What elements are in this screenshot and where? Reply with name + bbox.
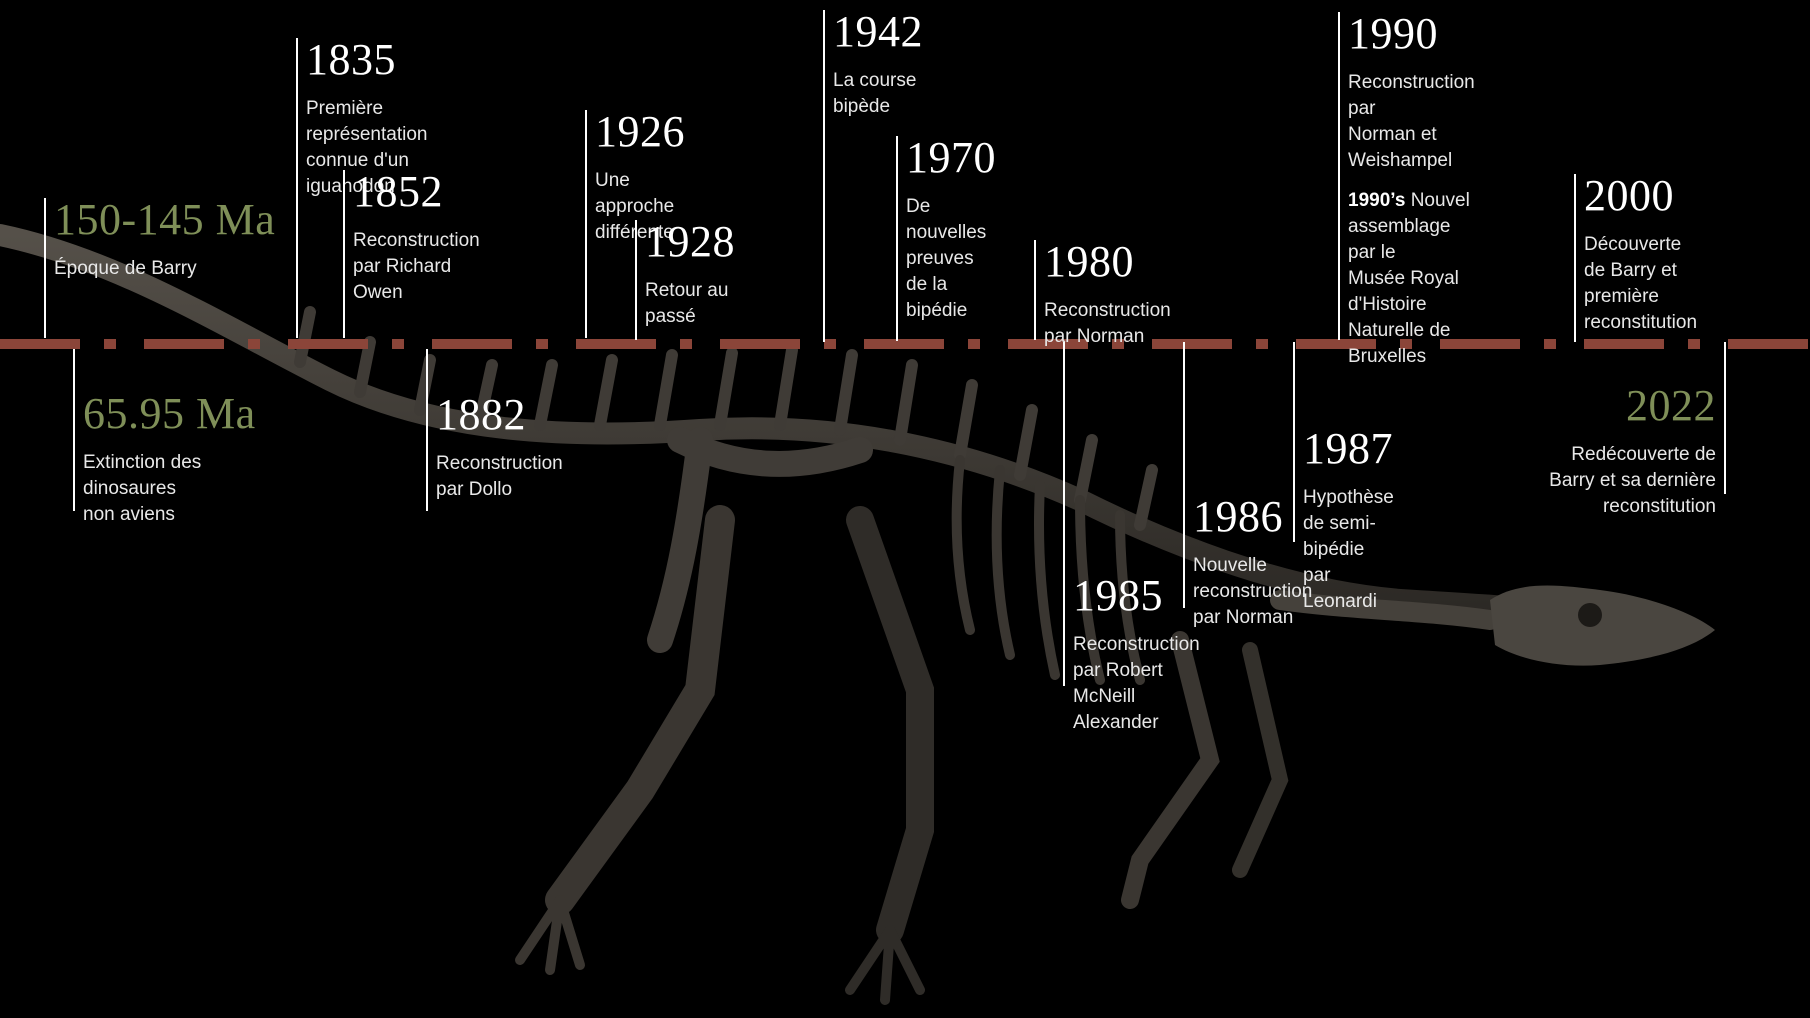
event-description: Hypothèse de semi- bipédie par Leonardi (1303, 485, 1394, 615)
event-stem (1293, 342, 1295, 542)
event-description: Reconstruction par Robert McNeill Alexan… (1073, 632, 1200, 736)
event-stem (1574, 174, 1576, 342)
event-stem (343, 170, 345, 338)
event-year: 1987 (1303, 427, 1394, 471)
event-stem (1063, 342, 1065, 686)
event-year: 1835 (306, 38, 427, 82)
event-year: 1985 (1073, 574, 1200, 618)
event-description: Reconstruction par Norman et Weishampel (1348, 70, 1475, 174)
event-year: 1926 (595, 110, 685, 154)
event-stem (1338, 12, 1340, 340)
event-year: 1990 (1348, 12, 1475, 56)
event-description: Reconstruction par Dollo (436, 451, 563, 503)
event-year: 1970 (906, 136, 996, 180)
event-stem (426, 349, 428, 511)
event-year: 150-145 Ma (54, 198, 275, 242)
event-year: 1942 (833, 10, 923, 54)
event-extra-label: 1990’s (1348, 190, 1405, 211)
event-year: 1882 (436, 393, 563, 437)
event-year: 2000 (1584, 174, 1697, 218)
event-stem (73, 349, 75, 511)
event-year: 1928 (645, 220, 735, 264)
event-year: 65.95 Ma (83, 392, 256, 436)
event-year: 2022 (1549, 384, 1716, 428)
event-description: Redécouverte de Barry et sa dernière rec… (1549, 442, 1716, 520)
event-description: Époque de Barry (54, 256, 275, 282)
event-stem (1183, 342, 1185, 608)
event-description: Reconstruction par Richard Owen (353, 228, 480, 306)
event-extra-text: Nouvel assemblage par le Musée Royal d'H… (1348, 190, 1470, 367)
event-stem (44, 198, 46, 338)
event-description: Retour au passé (645, 278, 735, 330)
event-stem (635, 220, 637, 340)
event-description: De nouvelles preuves de la bipédie (906, 194, 996, 324)
event-stem (896, 136, 898, 341)
event-year: 1852 (353, 170, 480, 214)
event-stem (1724, 342, 1726, 494)
timeline-axis (0, 339, 1810, 349)
event-description: La course bipède (833, 68, 923, 120)
event-stem (823, 10, 825, 342)
event-description: Découverte de Barry et première reconsti… (1584, 232, 1697, 336)
event-description: Extinction des dinosaures non aviens (83, 450, 256, 528)
event-stem (296, 38, 298, 338)
event-description: Nouvelle reconstruction par Norman (1193, 553, 1312, 631)
event-year: 1980 (1044, 240, 1171, 284)
event-stem (585, 110, 587, 338)
event-stem (1034, 240, 1036, 340)
event-extra-description: 1990’s Nouvel assemblage par le Musée Ro… (1348, 188, 1475, 370)
